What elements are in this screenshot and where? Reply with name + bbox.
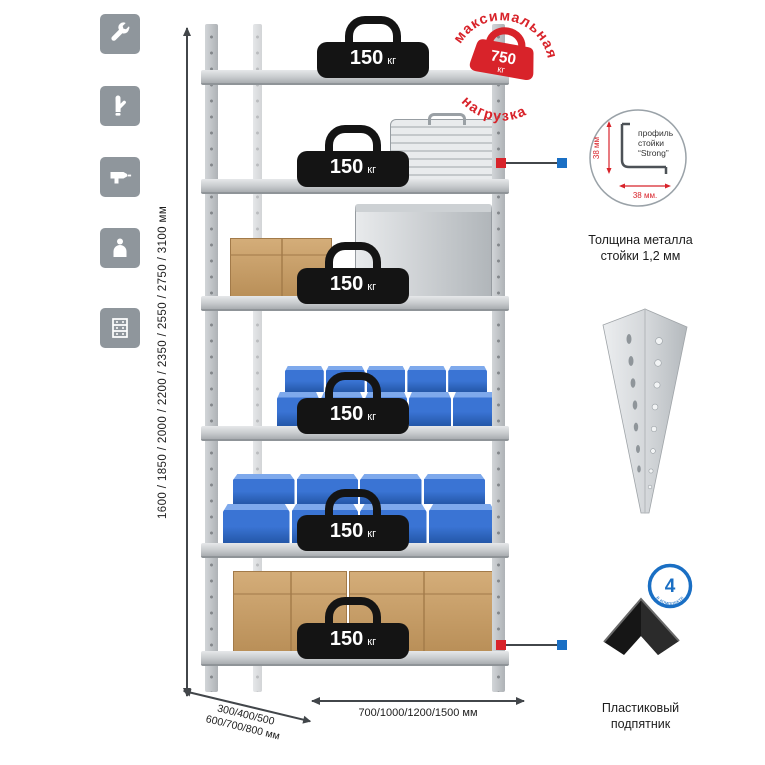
weight-handle <box>325 489 381 521</box>
storage-bin <box>448 366 487 392</box>
stamp-value: 750 <box>489 47 517 68</box>
storage-bin <box>423 474 485 504</box>
profile-caption-line2: стойки 1,2 мм <box>600 249 681 264</box>
profile-dim-horizontal: 38 мм. <box>633 191 657 200</box>
callout-marker-blue <box>557 158 567 168</box>
load-value: 150 <box>329 520 364 542</box>
load-unit: кг <box>367 636 377 648</box>
load-value: 150 <box>329 403 364 425</box>
post-profile-detail: 38 мм 38 мм. профиль стойки “Strong” <box>589 109 687 207</box>
height-dimension-label: 1600 / 1850 / 2000 / 2200 / 2350 / 2550 … <box>157 205 169 519</box>
badge-arc-text: в комплекте <box>654 595 685 607</box>
load-value: 150 <box>329 156 364 178</box>
callout-marker-red <box>496 640 506 650</box>
profile-label-1: профиль <box>638 128 674 138</box>
profile-dim-vertical: 38 мм <box>592 137 601 159</box>
load-unit: кг <box>367 281 377 293</box>
callout-marker-red <box>496 158 506 168</box>
profile-drawing <box>620 122 668 174</box>
weight-handle <box>325 597 381 629</box>
depth-dimension-label: 300/400/500 600/700/800 мм <box>177 694 311 749</box>
storage-bin <box>233 474 295 504</box>
load-unit: кг <box>387 55 397 67</box>
stamp-arc-bottom: нагрузка <box>456 92 532 130</box>
callout-marker-blue <box>557 640 567 650</box>
profile-label-2: стойки <box>638 138 664 148</box>
storage-bin <box>407 366 447 392</box>
width-dimension-line <box>311 697 525 705</box>
wrench-icon <box>100 14 140 54</box>
storage-bin <box>223 504 290 543</box>
person-icon <box>100 228 140 268</box>
depth-dimension: 300/400/500 600/700/800 мм <box>177 690 312 749</box>
badge-value: 4 <box>665 576 676 597</box>
callout-line <box>506 162 557 164</box>
height-dimension-line <box>183 27 191 697</box>
load-value: 150 <box>349 47 384 69</box>
load-value: 150 <box>329 628 364 650</box>
storage-bin <box>409 392 451 426</box>
callout-line <box>506 644 557 646</box>
load-unit: кг <box>367 528 377 540</box>
plastic-foot-image <box>603 597 680 655</box>
rack-icon <box>100 308 140 348</box>
weight-handle <box>325 372 381 404</box>
quantity-badge: 4 в комплекте <box>647 563 693 609</box>
storage-bin <box>428 504 495 543</box>
svg-text:нагрузка: нагрузка <box>456 92 532 130</box>
profile-caption-line1: Толщина металла <box>588 233 693 247</box>
foot-caption-line2: подпятник <box>610 717 671 732</box>
foot-caption-line1: Пластиковый <box>601 701 680 715</box>
rack-back-post <box>253 24 262 692</box>
stamp-unit: кг <box>497 64 507 75</box>
profile-caption: Толщина металла стойки 1,2 мм <box>558 232 723 265</box>
load-unit: кг <box>367 411 377 423</box>
weight-handle <box>325 242 381 274</box>
drill-icon <box>100 157 140 197</box>
width-dimension-label: 700/1000/1200/1500 мм <box>358 707 478 719</box>
load-value: 150 <box>329 273 364 295</box>
load-unit: кг <box>367 164 377 176</box>
svg-text:в комплекте: в комплекте <box>654 595 685 607</box>
storage-bin <box>453 392 495 426</box>
angle-post-image <box>602 308 688 514</box>
glove-icon <box>100 86 140 126</box>
foot-caption: Пластиковый подпятник <box>558 700 723 733</box>
profile-label-3: “Strong” <box>638 148 669 158</box>
max-load-stamp: максимальная нагрузка 750 кг <box>428 0 576 142</box>
rack-left-post <box>205 24 218 692</box>
stamp-weight-body <box>469 39 534 81</box>
stamp-weight-handle <box>485 27 526 49</box>
weight-handle <box>345 16 401 48</box>
weight-handle <box>325 125 381 157</box>
storage-bin <box>285 366 324 392</box>
